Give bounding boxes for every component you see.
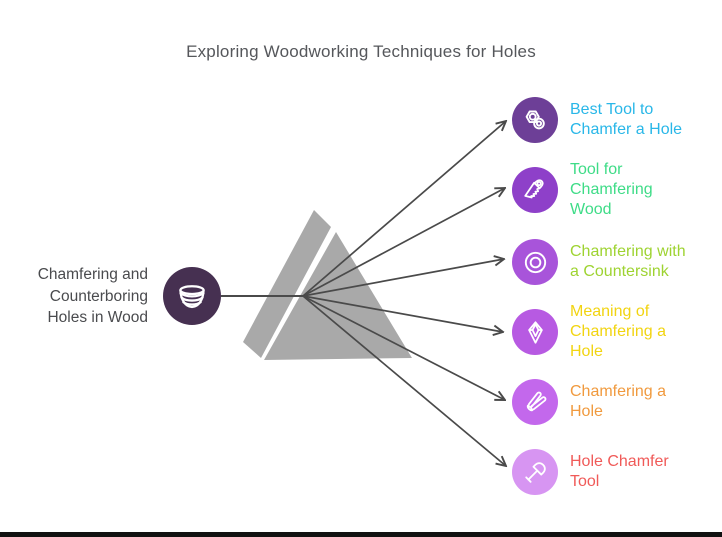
bowl-icon (179, 285, 205, 309)
item-label-best-tool: Best Tool to Chamfer a Hole (570, 100, 722, 140)
label-line: Wood (570, 201, 612, 218)
hand-saw-icon (523, 178, 544, 198)
label-line: Hole Chamfer (570, 453, 669, 470)
arrow-line-3 (302, 259, 504, 297)
hex-nuts-icon (525, 110, 545, 129)
label-line: Chamfering a (570, 383, 667, 400)
prism-left-face (243, 210, 331, 358)
item-circle-meaning[interactable] (512, 309, 558, 355)
label-line: Tool (570, 473, 600, 490)
label-line: Chamfering with (570, 243, 686, 260)
label-line: Counterboring (49, 287, 148, 305)
item-circle-best-tool[interactable] (512, 97, 558, 143)
item-circle-tool-for-chamfering-wood[interactable] (512, 167, 558, 213)
countersink-rings-icon (524, 251, 546, 273)
label-line: Chamfering (570, 181, 653, 198)
label-line: Chamfering a (570, 323, 667, 340)
footer-bar (0, 532, 722, 537)
item-label-chamfering-a-hole: Chamfering a Hole (570, 382, 722, 422)
label-line: Meaning of (570, 303, 650, 320)
label-line: Chamfering and (37, 266, 148, 283)
prism-main-face (264, 232, 412, 360)
item-label-tool-for-chamfering-wood: Tool for Chamfering Wood (570, 160, 722, 220)
item-circle-hole-chamfer-tool[interactable] (512, 449, 558, 495)
arrow-line-4 (302, 295, 503, 332)
label-line: a Countersink (570, 263, 669, 280)
label-line: Best Tool to (570, 101, 654, 118)
item-label-hole-chamfer-tool: Hole Chamfer Tool (570, 452, 722, 492)
diagram-title: Exploring Woodworking Techniques for Hol… (186, 42, 536, 61)
pliers-icon (526, 391, 546, 411)
label-line: Holes in Wood (47, 309, 148, 326)
label-line: Tool for (570, 161, 623, 178)
label-line: Chamfer a Hole (570, 121, 683, 138)
root-node-circle[interactable] (163, 267, 221, 325)
label-line: Hole (570, 403, 603, 420)
root-node-label: Chamfering and Counterboring Holes in Wo… (20, 264, 148, 329)
arrow-line-5 (302, 295, 505, 400)
shovel-icon (524, 461, 546, 483)
label-line: Hole (570, 343, 603, 360)
item-circle-chamfering-a-hole[interactable] (512, 379, 558, 425)
item-circle-countersink[interactable] (512, 239, 558, 285)
item-label-countersink: Chamfering with a Countersink (570, 242, 722, 282)
arrow-line-1 (302, 121, 506, 297)
item-label-meaning: Meaning of Chamfering a Hole (570, 302, 722, 362)
gem-icon (527, 320, 543, 344)
arrow-line-6 (302, 295, 506, 466)
arrow-line-2 (302, 188, 505, 297)
